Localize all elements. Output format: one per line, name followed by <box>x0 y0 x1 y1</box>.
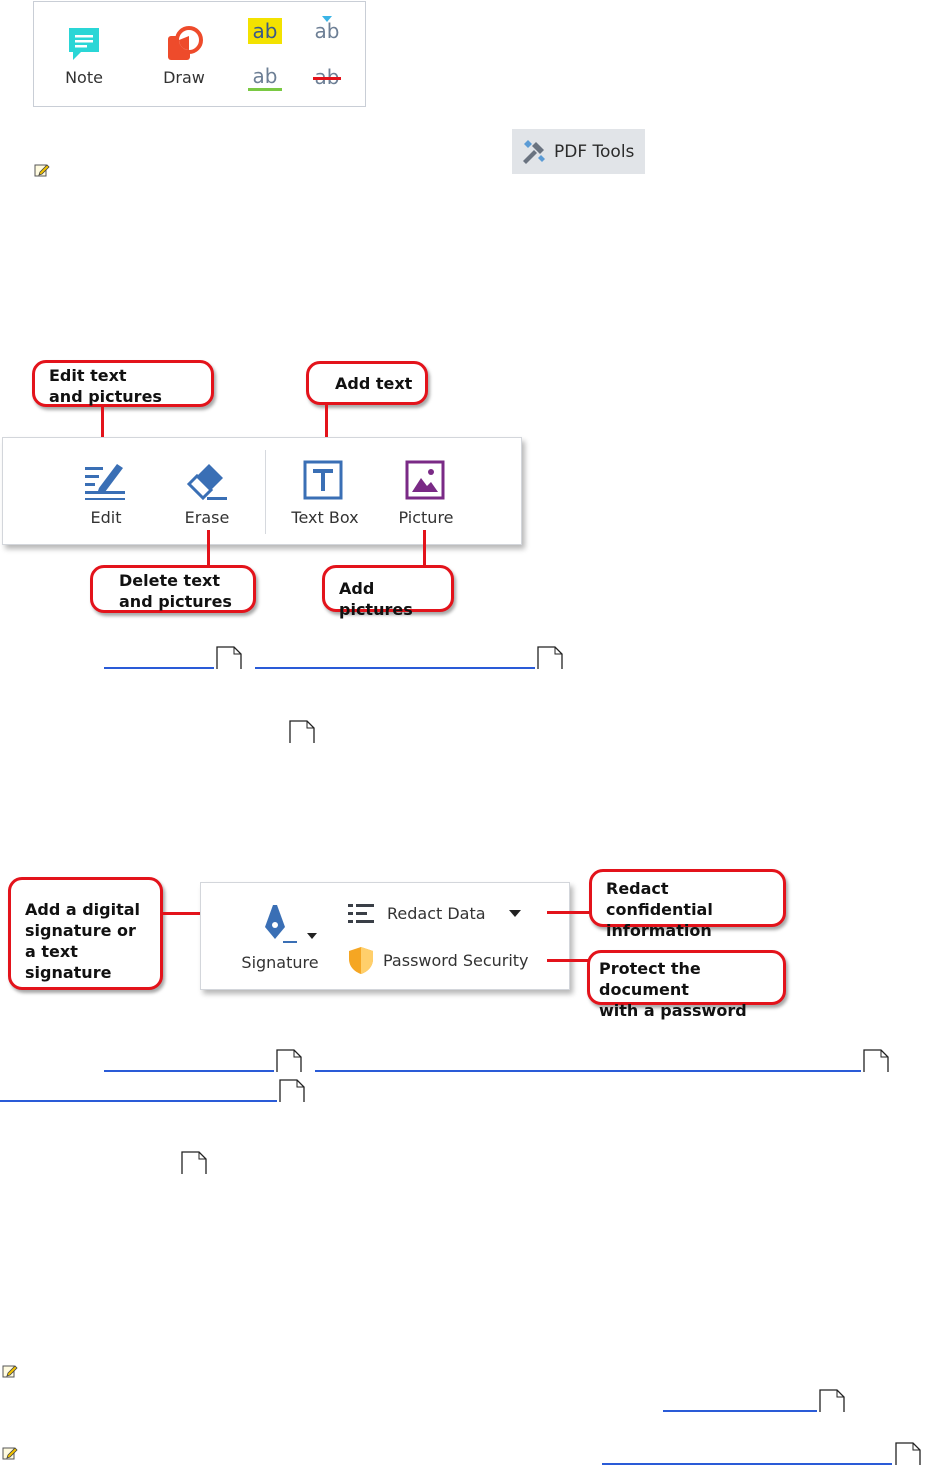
callout-add-pictures: Add pictures <box>322 565 454 619</box>
callout-edit-text-line2: and pictures <box>49 387 162 406</box>
callout-protect-connector <box>547 959 589 962</box>
link-2[interactable] <box>255 667 535 669</box>
callout-edit-text: Edit text and pictures <box>32 360 214 407</box>
callout-digital-signature: Add a digital signature or a text signat… <box>8 877 163 990</box>
password-security-tool[interactable]: Password Security <box>347 945 529 975</box>
annotation-toolbar: Note Draw ab ab ab ab <box>33 1 366 107</box>
page-ref-icon[interactable] <box>289 720 315 744</box>
picture-tool[interactable] <box>405 460 445 504</box>
insert-text-glyph: ab <box>314 19 340 43</box>
link-3[interactable] <box>104 1070 274 1072</box>
note-label: Note <box>65 68 103 87</box>
page-ref-icon[interactable] <box>537 646 563 670</box>
callout-protect: Protect the document with a password <box>587 950 786 1020</box>
callout-sig-line1: Add a digital <box>25 900 141 919</box>
draw-tool[interactable]: Draw <box>158 24 210 87</box>
note-edit-icon <box>34 164 50 177</box>
security-toolbar: Signature Redact Data Password Security <box>200 882 570 990</box>
pdf-tools-icon <box>523 139 545 164</box>
callout-delete-connector <box>207 530 210 568</box>
page-ref-icon[interactable] <box>276 1049 302 1073</box>
link-5[interactable] <box>0 1100 277 1102</box>
erase-label: Erase <box>184 508 230 527</box>
pen-nib-icon <box>265 905 317 943</box>
callout-redact-connector <box>547 911 591 914</box>
page-ref-icon[interactable] <box>819 1389 845 1413</box>
callout-edit-text-line1: Edit text <box>49 366 127 385</box>
eraser-icon <box>186 464 227 501</box>
callout-add-text: Add text <box>306 361 428 405</box>
link-6[interactable] <box>663 1410 817 1412</box>
signature-tool[interactable] <box>259 901 321 951</box>
redact-data-tool[interactable]: Redact Data <box>347 901 522 925</box>
picture-label: Picture <box>398 508 454 527</box>
link-7[interactable] <box>602 1463 892 1465</box>
page-ref-icon[interactable] <box>863 1049 889 1073</box>
link-4[interactable] <box>315 1070 861 1072</box>
callout-sig-line3: a text signature <box>25 942 112 982</box>
page-ref-icon[interactable] <box>216 646 242 670</box>
page-ref-icon[interactable] <box>181 1151 207 1175</box>
callout-redact: Redact confidential information <box>589 869 786 940</box>
callout-add-text-line: Add text <box>335 374 413 393</box>
redact-icon <box>348 904 374 923</box>
edit-label: Edit <box>90 508 122 527</box>
note-icon <box>69 28 99 60</box>
pdf-tools-label: PDF Tools <box>554 141 635 162</box>
text-box-label: Text Box <box>291 508 359 527</box>
signature-label: Signature <box>241 953 319 972</box>
insert-text-tool[interactable]: ab <box>310 16 344 44</box>
toolbar-divider <box>265 450 266 534</box>
underline-tool[interactable]: ab <box>248 64 282 91</box>
edit-icon <box>85 464 125 500</box>
pdf-tools-button[interactable]: PDF Tools <box>512 129 645 174</box>
strike-line <box>313 77 341 80</box>
callout-redact-line1: Redact confidential <box>606 879 713 919</box>
highlight-tool[interactable]: ab <box>248 18 282 44</box>
edit-toolbar: Edit Erase Text Box Picture <box>2 437 522 545</box>
chevron-down-icon <box>307 933 317 939</box>
password-label: Password Security <box>383 950 529 970</box>
edit-tool[interactable] <box>83 458 127 506</box>
callout-edit-connector <box>101 405 104 455</box>
note-edit-icon <box>2 1447 18 1460</box>
page-ref-icon[interactable] <box>279 1079 305 1103</box>
callout-protect-line1: Protect the document <box>599 959 701 999</box>
draw-icon <box>168 26 203 60</box>
insert-caret-icon <box>322 16 332 22</box>
callout-add-text-connector <box>325 404 328 454</box>
redact-label: Redact Data <box>387 903 486 923</box>
callout-add-pictures-line: Add pictures <box>339 579 413 619</box>
callout-sig-line2: signature or <box>25 921 136 940</box>
erase-tool[interactable] <box>185 458 229 506</box>
note-tool[interactable]: Note <box>58 24 110 87</box>
callout-protect-line2: with a password <box>599 1001 747 1020</box>
page-ref-icon[interactable] <box>895 1442 921 1466</box>
callout-delete-line1: Delete text <box>119 571 221 590</box>
shield-icon <box>349 947 373 974</box>
chevron-down-icon[interactable] <box>508 908 522 918</box>
strikethrough-tool[interactable]: ab <box>310 64 344 90</box>
callout-redact-line2: information <box>606 921 712 940</box>
callout-add-pictures-connector <box>423 530 426 568</box>
picture-icon <box>405 460 445 500</box>
callout-delete-line2: and pictures <box>119 592 232 611</box>
text-box-tool[interactable] <box>303 460 343 504</box>
text-box-icon <box>303 460 343 500</box>
callout-delete-text: Delete text and pictures <box>90 565 256 613</box>
note-edit-icon <box>2 1365 18 1378</box>
draw-label: Draw <box>163 68 205 87</box>
link-1[interactable] <box>104 667 214 669</box>
